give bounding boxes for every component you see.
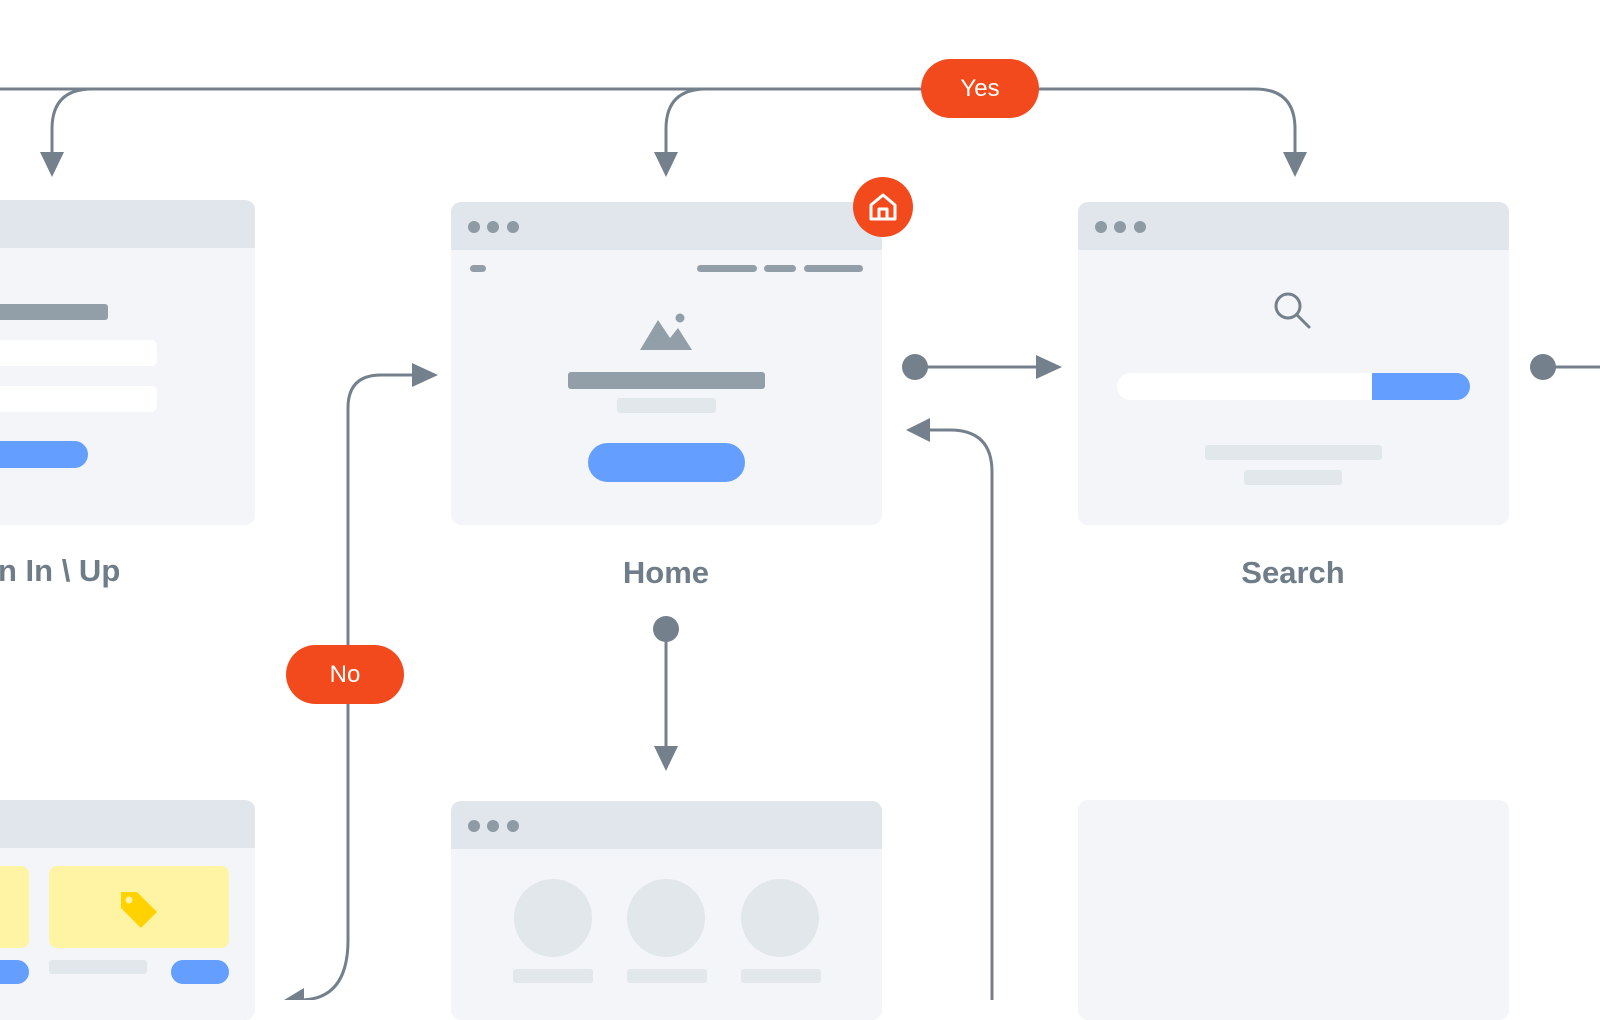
signin-password-field[interactable] bbox=[0, 386, 157, 412]
avatar-placeholder-2 bbox=[627, 879, 705, 957]
arrow-home-to-search bbox=[1036, 355, 1062, 379]
home-badge bbox=[853, 177, 913, 237]
home-nav-link-3[interactable] bbox=[804, 265, 863, 272]
product-titlebar bbox=[0, 800, 255, 848]
search-screen-frame[interactable] bbox=[1078, 202, 1509, 525]
avatar-caption-1 bbox=[513, 969, 593, 983]
search-result-placeholder-2 bbox=[1244, 470, 1342, 485]
product-price-placeholder bbox=[49, 960, 147, 974]
yes-main-line bbox=[0, 87, 1297, 155]
arrow-no-bottom bbox=[284, 988, 304, 1000]
arrow-return-to-home bbox=[906, 418, 930, 442]
home-icon bbox=[869, 193, 897, 221]
avatar-placeholder-3 bbox=[741, 879, 819, 957]
product-left-button[interactable] bbox=[0, 960, 29, 984]
search-submit-button[interactable] bbox=[1372, 373, 1470, 400]
product-buy-button[interactable] bbox=[171, 960, 229, 984]
avatar-placeholder-1 bbox=[514, 879, 592, 957]
home-screen-label: Home bbox=[622, 555, 710, 590]
product-card-left[interactable] bbox=[0, 866, 29, 948]
signin-submit-button[interactable] bbox=[0, 441, 88, 468]
arrow-to-search bbox=[1283, 152, 1307, 177]
signin-screen-label: n In \ Up bbox=[0, 553, 121, 588]
profile-screen-frame[interactable] bbox=[451, 801, 882, 1020]
tag-icon bbox=[121, 892, 157, 928]
yes-branch-home bbox=[664, 87, 707, 155]
search-input[interactable] bbox=[1117, 373, 1377, 400]
product-card[interactable] bbox=[49, 866, 229, 948]
home-screen-frame[interactable] bbox=[451, 202, 882, 525]
signin-username-field[interactable] bbox=[0, 340, 157, 366]
arrow-to-signin bbox=[40, 152, 64, 177]
home-nav-link-1[interactable] bbox=[697, 265, 757, 272]
search-result-placeholder-1 bbox=[1205, 445, 1382, 460]
home-cta-button[interactable] bbox=[588, 443, 745, 482]
home-hero-title-placeholder bbox=[568, 372, 765, 389]
home-nav-link-2[interactable] bbox=[764, 265, 796, 272]
arrow-home-down bbox=[654, 746, 678, 771]
avatar-caption-2 bbox=[627, 969, 707, 983]
arrow-no-to-home bbox=[412, 363, 438, 387]
search-titlebar bbox=[1078, 202, 1509, 250]
signin-heading-placeholder bbox=[0, 304, 108, 320]
signin-screen-frame[interactable] bbox=[0, 200, 255, 525]
avatar-caption-3 bbox=[741, 969, 821, 983]
image-icon bbox=[640, 313, 692, 350]
decision-yes-pill: Yes bbox=[921, 59, 1039, 118]
profile-titlebar bbox=[451, 801, 882, 849]
yes-branch-signin bbox=[50, 87, 93, 155]
no-path-line bbox=[299, 373, 415, 1000]
home-titlebar bbox=[451, 202, 882, 250]
home-hero-subtitle-placeholder bbox=[617, 398, 716, 413]
home-nav-logo-placeholder bbox=[470, 265, 486, 272]
product-screen-frame[interactable] bbox=[0, 800, 255, 1020]
search-screen-label: Search bbox=[1241, 555, 1345, 590]
signin-titlebar bbox=[0, 200, 255, 248]
search-icon bbox=[1274, 292, 1311, 329]
arrow-to-home bbox=[654, 152, 678, 177]
return-path-line bbox=[925, 428, 994, 1000]
decision-no-pill: No bbox=[286, 645, 404, 704]
empty-screen-frame[interactable] bbox=[1078, 800, 1509, 1020]
